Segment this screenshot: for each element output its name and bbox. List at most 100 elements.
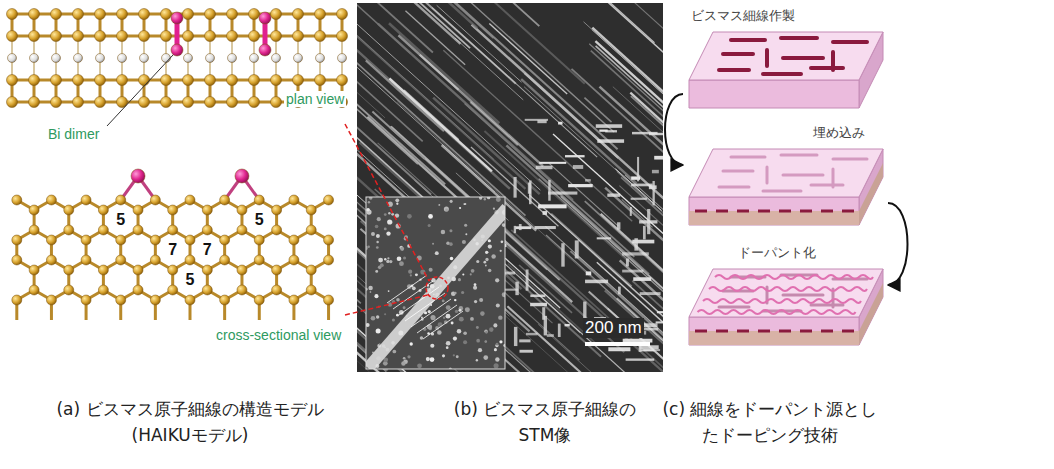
atomic-step xyxy=(591,3,654,43)
si-atom xyxy=(289,195,299,205)
si-atom xyxy=(29,285,39,295)
si-atom xyxy=(116,255,126,265)
view-label: cross-sectional view xyxy=(216,327,341,343)
bright-terrace xyxy=(608,347,630,351)
atomic-step xyxy=(570,251,663,365)
surface-speck xyxy=(461,291,464,294)
panel-caption: (b) ビスマス原子細線の STM像 xyxy=(430,396,660,448)
si-atom xyxy=(271,31,282,42)
si-atom xyxy=(133,225,143,235)
bi-wire xyxy=(731,38,765,42)
surface-speck xyxy=(485,341,487,343)
surface-speck xyxy=(389,260,392,263)
si-atom xyxy=(64,225,74,235)
surface-speck xyxy=(459,309,462,312)
si-atom xyxy=(46,235,56,245)
si-atom xyxy=(46,295,56,305)
si-atom xyxy=(161,75,172,86)
si-atom xyxy=(168,225,178,235)
si-atom xyxy=(81,255,91,265)
surface-speck xyxy=(445,209,448,212)
si-atom xyxy=(205,9,216,20)
si-atom xyxy=(168,265,178,275)
surface-speck xyxy=(384,213,387,216)
si-atom xyxy=(7,9,18,20)
bright-terrace xyxy=(597,139,624,143)
si-atom xyxy=(95,97,106,108)
atomic-step xyxy=(432,8,597,158)
h-atom xyxy=(316,54,325,63)
ring-size-number: 5 xyxy=(255,211,264,229)
buried-wire xyxy=(821,330,833,333)
surface-speck xyxy=(474,300,477,303)
h-atom xyxy=(250,54,259,63)
surface-speck xyxy=(501,241,504,244)
atomic-step xyxy=(357,245,361,303)
si-atom xyxy=(95,31,106,42)
surface-speck xyxy=(391,213,394,216)
atomic-step xyxy=(357,32,525,189)
si-atom xyxy=(150,295,160,305)
atomic-step xyxy=(389,78,492,171)
surface-speck xyxy=(366,208,370,212)
bright-terrace xyxy=(514,226,516,233)
bi-wire xyxy=(783,294,823,297)
atomic-step xyxy=(553,134,663,281)
surface-speck xyxy=(496,303,500,307)
si-atom xyxy=(161,97,172,108)
hatch-line xyxy=(423,311,463,339)
si-atom xyxy=(237,205,247,215)
si-atom xyxy=(324,195,334,205)
bright-terrace xyxy=(565,155,585,157)
surface-speck xyxy=(462,273,464,275)
buried-wire xyxy=(695,330,707,333)
surface-speck xyxy=(408,270,412,274)
step-label: ビスマス細線作製 xyxy=(691,8,795,24)
surface-speck xyxy=(453,354,455,356)
bi-atom xyxy=(171,12,183,24)
si-atom xyxy=(81,295,91,305)
surface-speck xyxy=(493,208,495,210)
bright-terrace xyxy=(640,349,654,351)
si-atom xyxy=(73,97,84,108)
atomic-step xyxy=(539,179,663,352)
surface-speck xyxy=(463,331,467,335)
surface-speck xyxy=(374,294,378,298)
atom-label: Bi dimer xyxy=(48,126,99,142)
atomic-step xyxy=(596,46,663,193)
si-atom xyxy=(315,31,326,42)
surface-speck xyxy=(407,214,412,219)
surface-speck xyxy=(396,203,398,205)
si-atom xyxy=(29,31,40,42)
bright-terrace xyxy=(652,170,659,173)
si-atom xyxy=(237,225,247,235)
atomic-step xyxy=(625,175,663,211)
surface-speck xyxy=(457,329,462,334)
bright-terrace xyxy=(634,238,638,250)
bi-wire xyxy=(719,68,749,72)
surface-speck xyxy=(450,200,453,203)
si-atom xyxy=(254,235,264,245)
bright-terrace xyxy=(519,350,532,353)
surface-speck xyxy=(429,268,433,272)
si-atom xyxy=(237,265,247,275)
si-atom xyxy=(185,235,195,245)
buried-layer xyxy=(689,211,859,225)
bright-terrace xyxy=(643,226,646,240)
si-atom xyxy=(272,225,282,235)
bright-terrace xyxy=(657,311,663,313)
buried-wire xyxy=(737,210,749,213)
si-atom xyxy=(185,195,195,205)
atomic-step xyxy=(472,25,663,208)
si-atom xyxy=(227,75,238,86)
surface-speck xyxy=(471,269,475,273)
si-atom xyxy=(12,235,22,245)
surface-speck xyxy=(446,346,449,349)
surface-speck xyxy=(479,298,483,302)
si-atom xyxy=(205,75,216,86)
surface-speck xyxy=(462,240,466,244)
bi-atom xyxy=(171,44,183,56)
surface-speck xyxy=(392,350,396,354)
